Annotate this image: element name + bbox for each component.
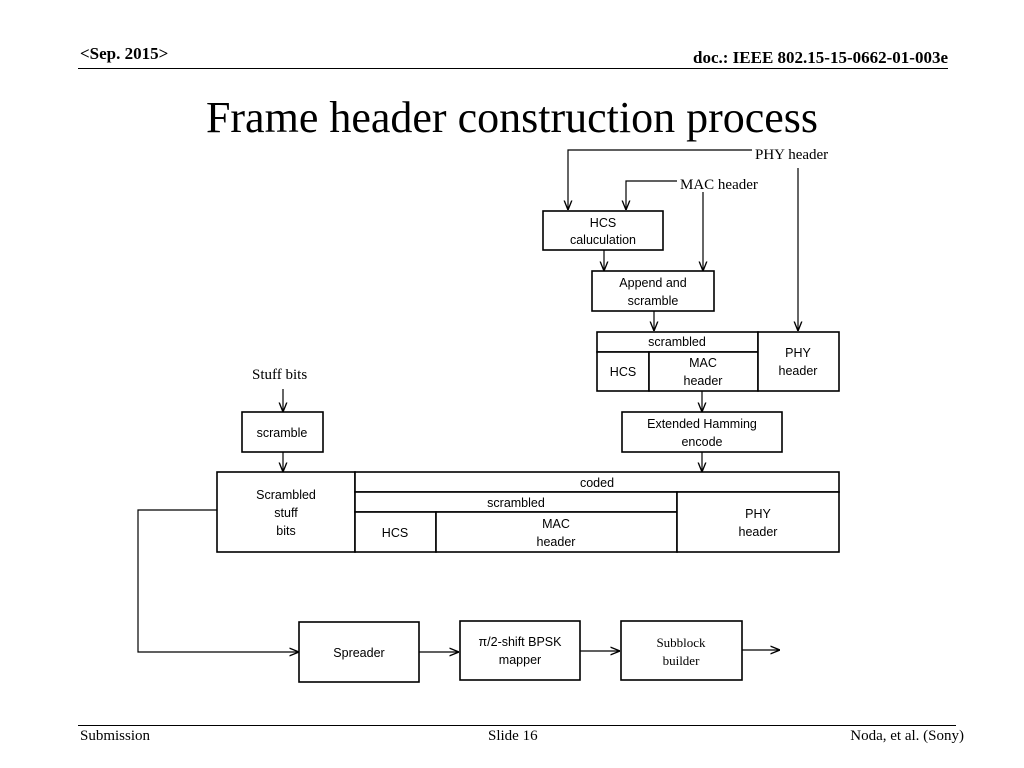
svg-text:header: header: [779, 364, 818, 378]
svg-text:caluculation: caluculation: [570, 233, 636, 247]
frame1-scrambled-label: scrambled: [648, 335, 706, 349]
append-scramble-block: Append and scramble: [591, 270, 715, 312]
slide-title: Frame header construction process: [205, 93, 819, 142]
svg-text:scramble: scramble: [257, 426, 308, 440]
frame2-coded-label: coded: [580, 476, 614, 490]
svg-text:stuff: stuff: [274, 506, 298, 520]
svg-text:builder: builder: [663, 653, 700, 668]
svg-text:Append and: Append and: [619, 276, 686, 290]
frame2-to-spreader-arrow: [137, 509, 299, 652]
hcs-calculation-block: HCS caluculation: [542, 210, 664, 251]
subblock-builder-block: Subblock builder: [620, 620, 743, 681]
svg-text:mapper: mapper: [499, 653, 541, 667]
spreader-block: Spreader: [298, 621, 420, 683]
footer-author: Noda, et al. (Sony): [850, 728, 964, 744]
header-divider: [78, 68, 948, 69]
svg-text:Subblock: Subblock: [656, 635, 706, 650]
frame1-hcs-label: HCS: [610, 365, 636, 379]
footer-submission: Submission: [80, 728, 151, 744]
svg-text:bits: bits: [276, 524, 295, 538]
svg-text:MAC: MAC: [689, 356, 717, 370]
svg-text:scramble: scramble: [628, 294, 679, 308]
mac-to-hcs-arrow: [626, 180, 677, 210]
svg-text:π/2-shift BPSK: π/2-shift BPSK: [479, 635, 563, 649]
svg-text:header: header: [684, 374, 723, 388]
svg-text:MAC: MAC: [542, 517, 570, 531]
svg-text:Spreader: Spreader: [333, 646, 384, 660]
mac-header-input-label: MAC header: [680, 177, 758, 193]
doc-id-label: doc.: IEEE 802.15-15-0662-01-003e: [693, 48, 948, 67]
svg-text:header: header: [537, 535, 576, 549]
frame2-scrambled-label: scrambled: [487, 496, 545, 510]
footer-slide-number: Slide 16: [488, 728, 538, 744]
hamming-encode-block: Extended Hamming encode: [621, 411, 783, 453]
svg-text:PHY: PHY: [785, 346, 811, 360]
frame2-hcs-label: HCS: [382, 526, 408, 540]
footer-divider: [78, 725, 956, 726]
stuff-bits-label: Stuff bits: [252, 367, 307, 383]
frame2-structure: Scrambled stuff bits coded scrambled HCS…: [216, 471, 840, 553]
date-label: <Sep. 2015>: [80, 44, 169, 63]
svg-text:Extended Hamming: Extended Hamming: [647, 417, 757, 431]
frame1-structure: scrambled HCS MAC header PHY header: [596, 331, 840, 392]
svg-text:HCS: HCS: [590, 216, 616, 230]
phy-header-input-label: PHY header: [755, 147, 828, 163]
svg-text:encode: encode: [681, 435, 722, 449]
svg-text:Scrambled: Scrambled: [256, 488, 316, 502]
phy-to-hcs-arrow: [568, 149, 752, 210]
bpsk-mapper-block: π/2-shift BPSK mapper: [459, 620, 581, 681]
scramble-block: scramble: [241, 411, 324, 453]
svg-text:PHY: PHY: [745, 507, 771, 521]
svg-text:header: header: [739, 525, 778, 539]
